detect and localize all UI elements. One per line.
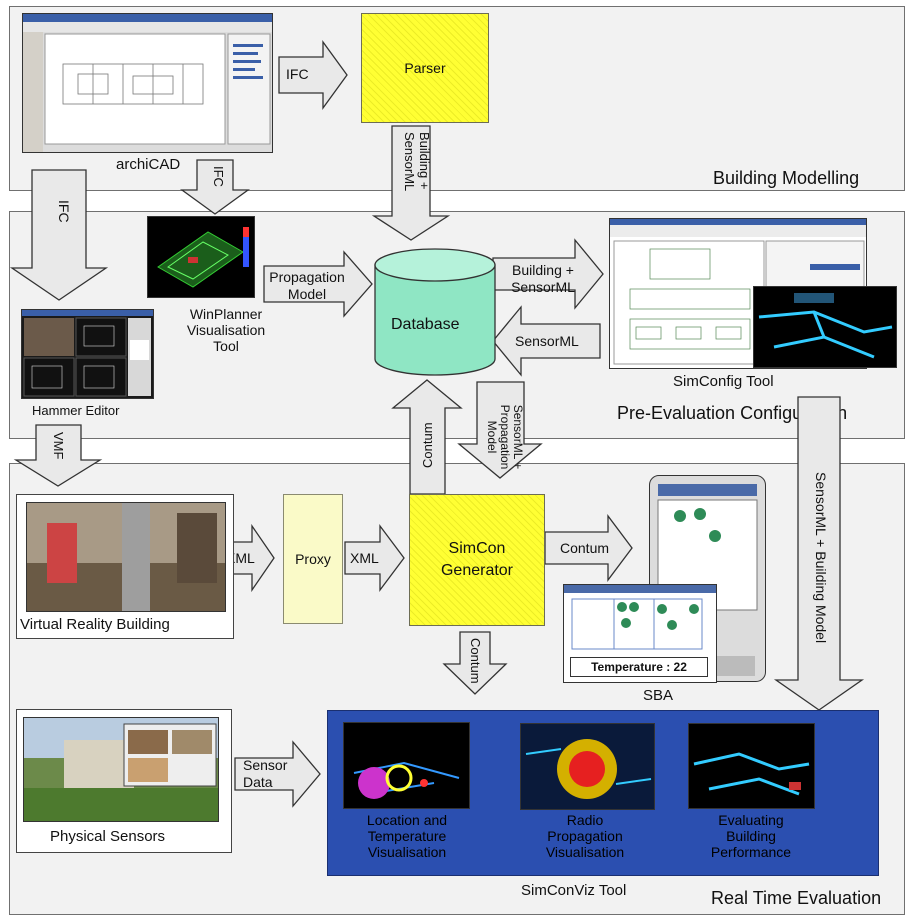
vr-screenshot <box>26 502 226 612</box>
arrow-xml-2 <box>344 524 405 592</box>
archicad-image <box>23 14 272 152</box>
line-1: Location and <box>366 812 448 828</box>
proxy-box: Proxy <box>283 494 343 624</box>
viz-radio-image <box>521 724 654 809</box>
line-1: Building + <box>512 262 574 278</box>
band-title-pre-evaluation: Pre-Evaluation Configuration <box>617 403 848 423</box>
arrow-ifc-hammer <box>9 169 109 301</box>
line-2: Visualisation <box>186 322 266 338</box>
arrow-label-ifc-hammer: IFC <box>56 200 72 223</box>
archicad-caption: archiCAD <box>116 156 181 173</box>
line-1: Propagation <box>269 269 345 285</box>
line-2: Building <box>726 828 776 844</box>
winplanner-caption: WinPlanner Visualisation Tool <box>186 306 266 354</box>
vr-caption: Virtual Reality Building <box>20 616 170 633</box>
arrow-label-propagation-model: Propagation Model <box>267 269 347 303</box>
arrow-label-ifc-winplanner: IFC <box>211 166 226 187</box>
line-1: SensorML + <box>511 404 525 470</box>
line-1: Radio <box>566 812 604 828</box>
hammer-caption: Hammer Editor <box>32 403 120 418</box>
line-2: Generator <box>440 562 514 579</box>
arrow-ifc-parser <box>278 40 348 110</box>
line-2: Propagation <box>498 404 512 470</box>
viz-location-caption: Location and Temperature Visualisation <box>352 812 462 860</box>
arrow-label-sensorml-propagation-down: SensorML + Propagation Model <box>485 392 525 482</box>
database-cylinder <box>374 248 496 376</box>
physical-sensors-photo <box>23 717 219 822</box>
simconfig-image <box>610 219 866 365</box>
simconfig-caption: SimConfig Tool <box>673 373 774 390</box>
arrow-building-sensorml-right <box>492 238 604 310</box>
arrow-label-sensorml-building-model: SensorML + Building Model <box>813 472 829 644</box>
arrow-propagation-model <box>263 250 373 318</box>
line-1: Sensor <box>243 757 288 773</box>
line-3: Visualisation <box>367 844 447 860</box>
arrow-contum-up <box>391 379 463 495</box>
arrow-vmf <box>13 424 103 487</box>
simcon-generator-label: SimCon Generator <box>441 538 513 582</box>
line-2: Data <box>243 774 273 790</box>
winplanner-image <box>157 227 249 288</box>
arrow-label-building-sensorml-right: Building + SensorML <box>503 262 583 296</box>
line-2: SensorML <box>511 279 575 295</box>
arrow-sensorml-propagation-down <box>457 381 543 479</box>
arrow-label-ifc-parser: IFC <box>286 66 309 82</box>
viz-radio-caption: Radio Propagation Visualisation <box>530 812 640 860</box>
simconfig-3d-image <box>758 293 893 359</box>
sba-caption: SBA <box>643 687 674 704</box>
line-2: Temperature <box>367 828 447 844</box>
line-2: Model <box>287 286 327 302</box>
viz-radio-screenshot <box>520 723 655 810</box>
line-3: Model <box>485 420 499 454</box>
line-1: Evaluating <box>718 812 784 828</box>
arrow-sensorml-building-model <box>773 396 865 711</box>
archicad-screenshot <box>22 13 273 153</box>
arrow-sensorml-left <box>492 305 601 377</box>
parser-box: Parser <box>361 13 489 123</box>
arrow-contum-down <box>442 631 508 695</box>
viz-building-screenshot <box>688 723 815 809</box>
band-title-building-modelling: Building Modelling <box>713 168 860 188</box>
arrow-label-sensor-data: Sensor Data <box>243 757 287 791</box>
arrow-label-sensorml-left: SensorML <box>515 333 579 349</box>
line-3: Tool <box>213 338 239 354</box>
band-title-real-time: Real Time Evaluation <box>711 888 882 908</box>
arrow-contum-right <box>544 514 633 582</box>
arrow-label-contum-right: Contum <box>560 540 610 556</box>
viz-building-caption: Evaluating Building Performance <box>696 812 806 860</box>
hammer-image <box>22 310 153 397</box>
vr-image <box>27 503 225 611</box>
physical-sensors-caption: Physical Sensors <box>50 828 166 845</box>
arrow-label-contum-down: Contum <box>468 638 483 684</box>
physical-sensors-image <box>24 718 218 821</box>
database-label: Database <box>391 316 460 333</box>
sba-screen-image <box>564 585 716 650</box>
viz-building-image <box>693 752 810 796</box>
simconviz-caption: SimConViz Tool <box>521 882 627 899</box>
arrow-label-contum-up: Contum <box>420 422 435 468</box>
sba-screen: Temperature : 22 <box>563 584 717 683</box>
simcon-generator-box: SimCon Generator <box>409 494 545 626</box>
arrow-ifc-winplanner <box>180 159 250 215</box>
hammer-screenshot <box>21 309 154 399</box>
viz-location-image <box>353 761 460 799</box>
viz-location-screenshot <box>343 722 470 809</box>
line-2: Propagation <box>547 828 623 844</box>
line-1: SimCon <box>448 540 506 557</box>
line-3: Visualisation <box>545 844 625 860</box>
arrow-label-xml-2: XML <box>350 550 379 566</box>
arrow-label-vmf: VMF <box>51 432 66 460</box>
line-1: WinPlanner <box>189 306 263 322</box>
sba-temperature: Temperature : 22 <box>570 657 708 677</box>
arrow-building-sensorml-down <box>371 125 451 241</box>
winplanner-screenshot <box>147 216 255 298</box>
line-3: Performance <box>710 844 792 860</box>
simconfig-3d-screenshot <box>753 286 897 368</box>
arrow-sensor-data <box>234 740 321 808</box>
